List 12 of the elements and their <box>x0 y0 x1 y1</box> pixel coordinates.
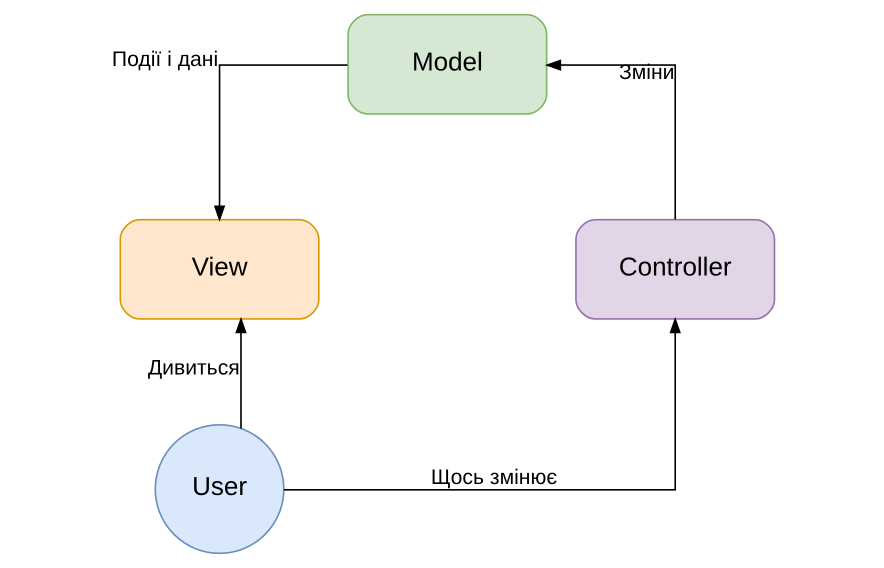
arrow <box>234 316 246 428</box>
arrow <box>213 64 347 222</box>
edge-label: Щось змінює <box>430 466 557 490</box>
edge-label: Зміни <box>618 60 674 84</box>
node-circle: User <box>154 424 284 554</box>
node-box: View <box>118 218 320 320</box>
arrow <box>544 59 676 220</box>
arrow <box>283 316 680 491</box>
node-box: Model <box>346 14 547 115</box>
node-box: Controller <box>574 218 775 320</box>
edge-label: Події і дані <box>111 48 218 71</box>
edge-label: Дивиться <box>147 356 240 380</box>
